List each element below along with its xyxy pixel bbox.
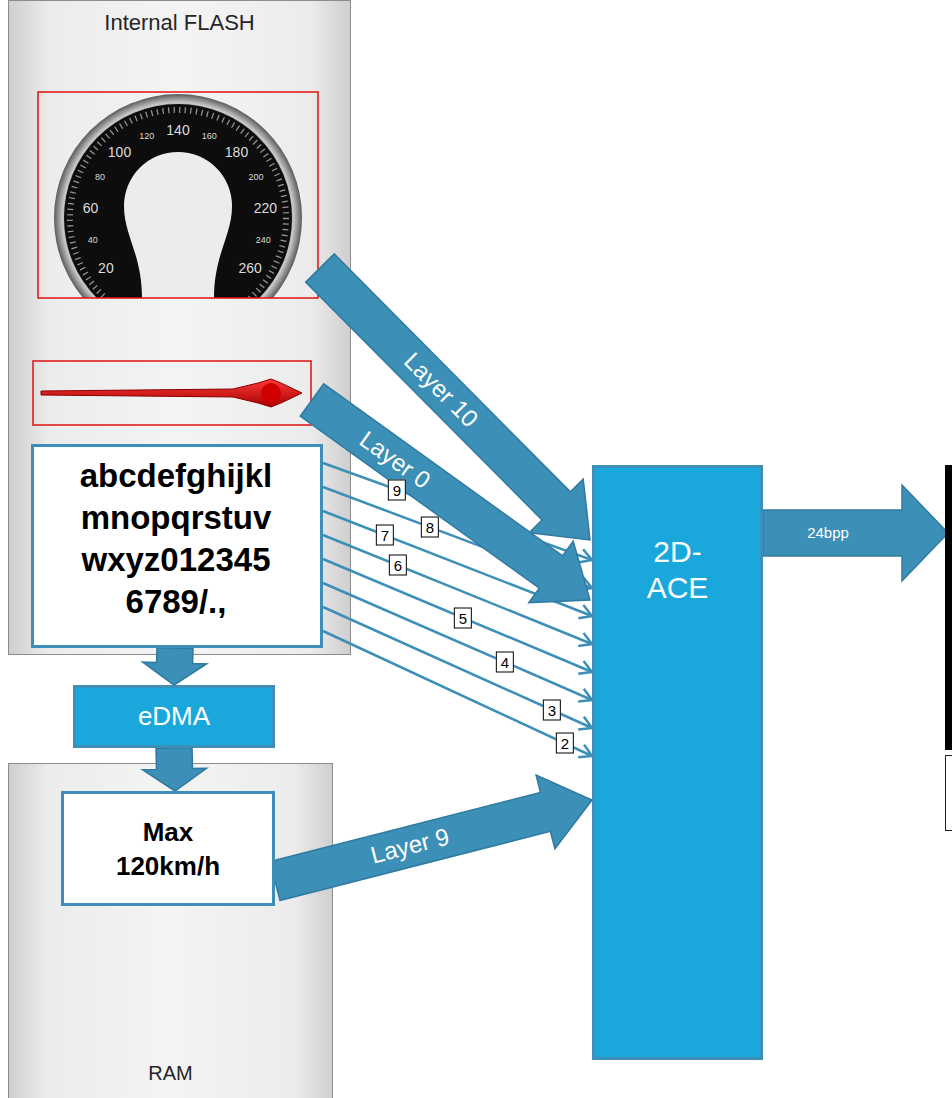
ram-panel: RAM Max 120km/h [8,763,333,1098]
arrow-head [578,717,592,730]
ace-block-text: 2D- ACE [623,534,733,606]
dial-number: 80 [95,172,105,182]
dial-number: 100 [108,144,131,160]
edma-box: eDMA [73,685,275,748]
dial-number: 20 [98,260,114,276]
callout-number: 8 [421,517,439,538]
dial-number: 180 [225,144,248,160]
connector-line [323,631,592,757]
callout-number: 7 [376,525,394,546]
ram-buffer-box: Max 120km/h [61,791,275,906]
connector-line [323,607,592,730]
display-panel [945,465,952,750]
block-arrow [143,748,207,791]
dial-number: 200 [249,172,264,182]
needle-shape [41,379,302,407]
dial-number: 220 [254,200,277,216]
connector-line [323,631,592,756]
edma-box-text: eDMA [138,701,210,732]
font-sheet: abcdefghijkl mnopqrstuv wxyz012345 6789/… [31,444,323,648]
block-arrow [270,775,592,900]
dial-number: 160 [202,131,217,141]
layer-arrow [300,384,590,603]
dial-number: 60 [83,200,99,216]
needle-hub [261,383,281,403]
block-arrow [143,748,207,791]
callout-number: 3 [543,700,561,721]
callout-number: 4 [496,652,514,673]
font-sheet-text: abcdefghijkl mnopqrstuv wxyz012345 6789/… [42,455,310,623]
dial-ticks [70,110,286,298]
block-arrow [270,775,592,900]
sprite-frame [38,92,318,298]
arrow-head [578,745,592,758]
arrow-head [578,689,592,702]
callout-number: 2 [556,733,574,754]
output-arrow [763,485,948,581]
arrow-head [578,661,592,674]
callout-number: 5 [454,607,472,628]
dial-number: 40 [88,235,98,245]
display-caption-box [946,756,952,831]
arrow-head [578,605,592,618]
layer-label: Layer 9 [368,823,453,870]
ram-panel-text: RAM [148,1062,192,1085]
dial-number: 240 [256,235,271,245]
dial-face [64,104,292,298]
flash-panel-text: Internal FLASH [9,10,350,36]
arrow-head [578,549,592,562]
dial-rim [54,94,302,298]
dial-number: 260 [238,260,261,276]
layer-label: Layer 10 [398,347,484,433]
speedometer-dial [54,94,302,298]
arrow-head [578,633,592,646]
ace-block: 2D- ACE [592,465,763,1060]
callout-number: 6 [389,555,407,576]
connector-line [323,607,592,728]
block-arrow [143,648,207,686]
dial-number: 120 [139,131,154,141]
dial-number: 140 [166,122,189,138]
needle-sprite [41,379,302,407]
sprite-frame [33,361,311,425]
ram-buffer-box-text: Max 120km/h [103,815,233,883]
format-label: 24bpp [807,524,849,542]
dial-cutout [124,152,232,298]
block-arrow [143,648,207,686]
